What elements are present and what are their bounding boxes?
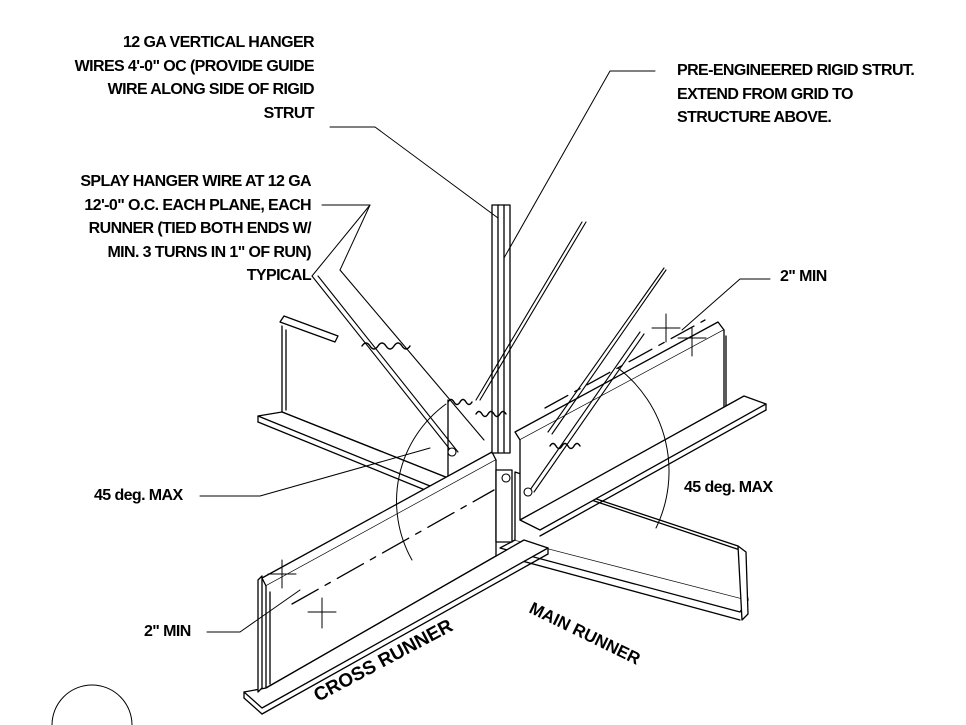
callout-line: 12 GA VERTICAL HANGER bbox=[123, 34, 315, 51]
cross-runner-front-arm bbox=[243, 451, 549, 715]
angle-arcs bbox=[396, 367, 670, 561]
min-dimension-right-label: 2" MIN bbox=[780, 268, 827, 285]
main-runner-label: MAIN RUNNER bbox=[526, 599, 643, 669]
main-runner-back-arm bbox=[257, 315, 449, 493]
rigid-strut-callout: PRE-ENGINEERED RIGID STRUT. EXTEND FROM … bbox=[677, 59, 915, 130]
callout-line: WIRE ALONG SIDE OF RIGID bbox=[107, 81, 315, 98]
rigid-strut bbox=[491, 204, 513, 543]
vertical-hanger-callout: 12 GA VERTICAL HANGER WIRES 4'-0" OC (PR… bbox=[74, 31, 315, 125]
angle-right-label: 45 deg. MAX bbox=[684, 479, 773, 496]
cross-runner-back-arm bbox=[514, 319, 767, 537]
splay-wire-callout: SPLAY HANGER WIRE AT 12 GA 12'-0" O.C. E… bbox=[80, 170, 311, 288]
detail-bubble-fragment bbox=[51, 684, 133, 725]
callout-line: PRE-ENGINEERED RIGID STRUT. bbox=[677, 62, 915, 79]
callout-line: RUNNER (TIED BOTH ENDS W/ bbox=[88, 220, 312, 237]
callout-line: SPLAY HANGER WIRE AT 12 GA bbox=[80, 173, 311, 190]
callout-line: WIRES 4'-0" OC (PROVIDE GUIDE bbox=[74, 57, 315, 75]
leader-lines bbox=[199, 70, 771, 633]
callout-line: TYPICAL bbox=[246, 267, 312, 284]
min-dimension-left-label: 2" MIN bbox=[144, 623, 191, 640]
callout-line: MIN. 3 TURNS IN 1" OF RUN) bbox=[107, 243, 311, 261]
angle-left-label: 45 deg. MAX bbox=[94, 487, 183, 504]
callout-line: STRUCTURE ABOVE. bbox=[677, 109, 832, 126]
callout-line: 12'-0" O.C. EACH PLANE, EACH bbox=[84, 196, 311, 214]
dimension-marks bbox=[267, 313, 707, 629]
splay-wires bbox=[311, 221, 667, 497]
callout-line: EXTEND FROM GRID TO bbox=[677, 85, 853, 103]
callout-line: STRUT bbox=[263, 104, 315, 122]
